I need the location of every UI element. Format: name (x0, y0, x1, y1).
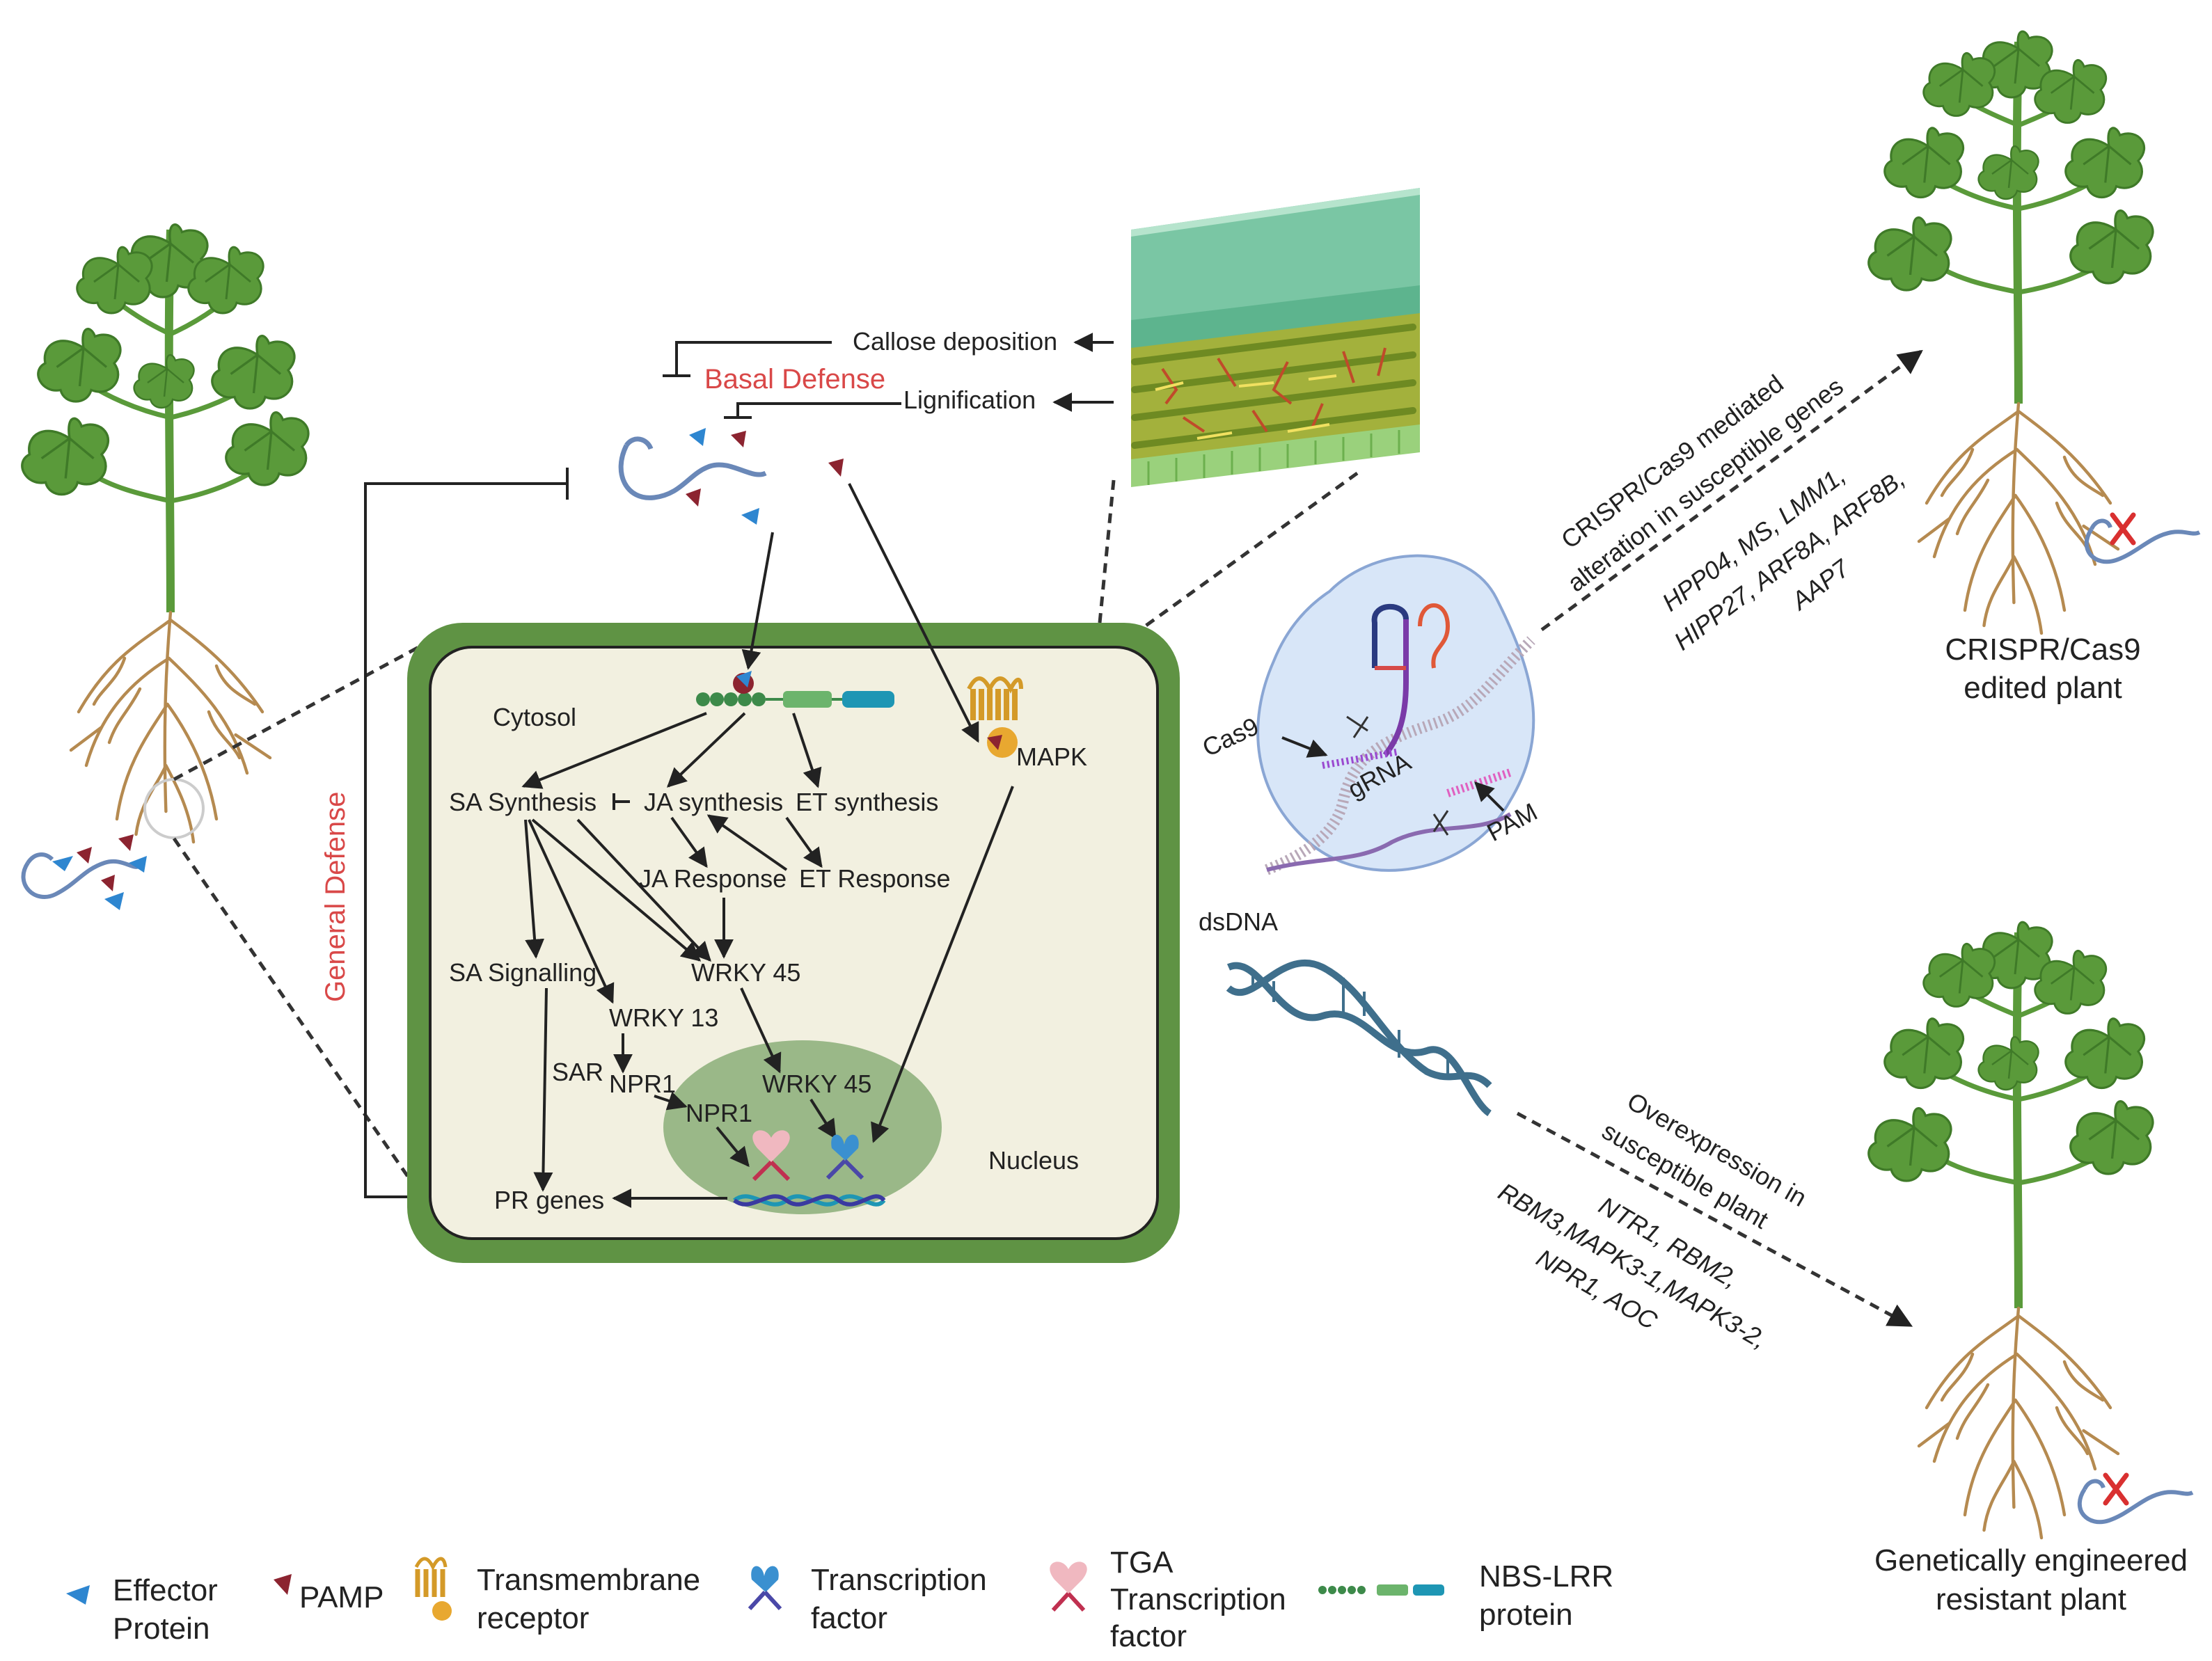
dsdna-label: dsDNA (1199, 907, 1278, 936)
overexpression-dashed-arrow (1516, 1111, 1913, 1328)
pathogen-icon-engineered (2077, 1479, 2194, 1525)
cas9-arrow (1281, 736, 1328, 758)
plant-icon-left (21, 223, 310, 842)
lignification-inhibition (724, 402, 901, 419)
pathogen-icon-left (21, 834, 147, 910)
sa-signalling-label: SA Signalling (449, 958, 597, 987)
transmembrane-receptor-icon (967, 676, 1023, 758)
nbs-lrr-protein-icon (696, 671, 894, 708)
legend-nbs-line1: NBS-LRR (1479, 1559, 1613, 1594)
legend-nbs-line2: protein (1479, 1598, 1573, 1632)
cytosol-area (429, 646, 1159, 1240)
cas9-label: Cas9 (1198, 712, 1263, 763)
effector-protein-icon (66, 1585, 90, 1605)
callose-inhibition (663, 341, 832, 377)
general-defense-label: General Defense (320, 792, 351, 1002)
wrky45-nucleus-label: WRKY 45 (762, 1070, 871, 1098)
nucleus-dna-icon (733, 1194, 886, 1207)
zoom-line-upper (173, 638, 433, 781)
legend-transmembrane-line1: Transmembrane (477, 1563, 700, 1597)
legend-transcription-line2: factor (811, 1601, 887, 1635)
crispr-plant-label-line2: edited plant (1964, 671, 2122, 705)
legend-effector-line2: Protein (113, 1612, 210, 1646)
sa-synthesis-label: SA Synthesis (449, 788, 597, 816)
tga-transcription-factor-icon-nucleus (752, 1130, 791, 1182)
nbs-lrr-legend-icon (1318, 1584, 1444, 1596)
pamp-icon (274, 1574, 292, 1595)
legend-effector-line1: Effector (113, 1573, 218, 1607)
npr1-cytosol-label: NPR1 (609, 1070, 676, 1098)
wrky45-cytosol-label: WRKY 45 (691, 958, 800, 987)
engineered-plant-label-line2: resistant plant (1936, 1582, 2126, 1616)
transcription-factor-icon-nucleus (825, 1134, 864, 1180)
plant-icon-crispr (1867, 30, 2154, 633)
transmembrane-receptor-legend-icon (414, 1557, 452, 1621)
sar-label: SAR (552, 1058, 603, 1086)
legend-tga-line2: Transcription (1110, 1582, 1286, 1616)
wrky13-label: WRKY 13 (609, 1003, 718, 1032)
zoom-circle (143, 778, 205, 839)
lignification-label: Lignification (903, 386, 1036, 414)
legend-pamp: PAMP (299, 1580, 384, 1614)
crispr-dashed-arrow (1540, 349, 1923, 632)
transcription-factor-icon (748, 1566, 782, 1611)
et-response-label: ET Response (799, 864, 950, 893)
et-synthesis-label: ET synthesis (796, 788, 938, 816)
npr1-nucleus-label: NPR1 (686, 1099, 752, 1127)
ja-response-label: JA Response (639, 864, 787, 893)
pr-genes-label: PR genes (494, 1186, 604, 1214)
pam-arrow (1474, 781, 1505, 812)
cross-mark-icon-crispr (2110, 512, 2136, 546)
crispr-plant-label-line1: CRISPR/Cas9 (1945, 633, 2140, 667)
tga-transcription-factor-icon (1050, 1561, 1087, 1612)
zoom-line-lower (172, 837, 434, 1212)
basal-defense-label: Basal Defense (704, 364, 885, 395)
nucleus (663, 1040, 942, 1214)
legend-transcription-line1: Transcription (811, 1563, 987, 1597)
cas9-complex-icon (1256, 554, 1535, 875)
cell-wall-icon (1131, 188, 1420, 487)
cytosol-label: Cytosol (493, 703, 576, 731)
pathogen-icon-top (618, 428, 844, 525)
dna-helix-icon (1226, 959, 1492, 1117)
callose-deposition-label: Callose deposition (853, 327, 1057, 356)
effector-to-nbs-arrow (741, 532, 774, 670)
legend: Effector Protein PAMP Transmembrane rece… (66, 1545, 1613, 1653)
ja-inhibits-sa (613, 793, 630, 810)
pamp-to-receptor-arrow (848, 483, 979, 743)
zoom-line-wall-right (1144, 471, 1359, 628)
plant-icon-engineered (1867, 921, 2154, 1538)
crispr-genes-group: HPP04, MS, LMM1, HIPP27, ARF8A, ARF8B, A… (1657, 461, 1910, 655)
ja-synthesis-label: JA synthesis (644, 788, 783, 816)
general-defense-inhibition (364, 468, 569, 1198)
cross-mark-icon-engineered (2103, 1472, 2129, 1506)
pathway-arrows (521, 712, 1014, 1208)
engineered-plant-label-line1: Genetically engineered (1874, 1543, 2188, 1577)
legend-tga-line1: TGA (1110, 1545, 1174, 1580)
legend-tga-line3: factor (1110, 1619, 1187, 1653)
mapk-label: MAPK (1016, 742, 1087, 771)
legend-transmembrane-line2: receptor (477, 1601, 589, 1635)
nucleus-label: Nucleus (988, 1146, 1079, 1175)
zoom-line-wall-left (1098, 479, 1116, 623)
pathogen-icon-crispr (2084, 518, 2201, 564)
